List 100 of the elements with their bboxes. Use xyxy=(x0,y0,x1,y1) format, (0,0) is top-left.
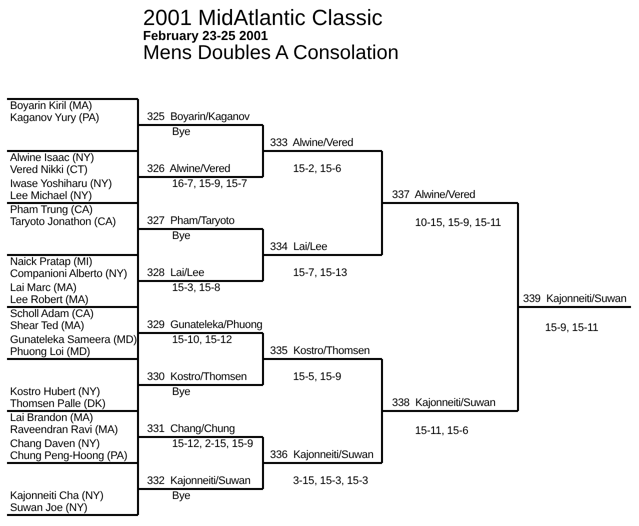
bracket-slot xyxy=(382,397,518,412)
score-label: Bye xyxy=(172,230,190,243)
bracket-line xyxy=(262,437,264,464)
player-name: Kaganov Yury (PA) xyxy=(10,112,100,124)
bracket-slot xyxy=(263,345,382,360)
bracket-slot xyxy=(138,163,263,178)
bracket-line xyxy=(262,125,264,152)
match-result: 327 Pham/Taryoto xyxy=(147,215,234,228)
score-label: 3-15, 15-3, 15-3 xyxy=(293,475,368,488)
bracket-line xyxy=(137,280,139,307)
match-result: 339 Kajonneiti/Suwan xyxy=(523,293,626,306)
bracket-line xyxy=(381,202,383,255)
match-result: 337 Alwine/Vered xyxy=(392,189,476,202)
bracket-line xyxy=(262,150,264,177)
score-label: Bye xyxy=(172,126,190,139)
bracket-line xyxy=(517,203,519,308)
bracket-slot xyxy=(138,267,263,282)
bracket-line xyxy=(262,229,264,256)
bracket-line xyxy=(137,99,139,126)
bracket-line xyxy=(137,332,139,359)
bracket-slot xyxy=(7,98,138,124)
match-result: 331 Chang/Chung xyxy=(147,423,235,436)
bracket-line xyxy=(137,307,139,334)
bracket-slot xyxy=(138,423,263,438)
match-result: 326 Alwine/Vered xyxy=(147,163,230,176)
match-result: 330 Kostro/Thomsen xyxy=(147,371,247,384)
bracket-line xyxy=(137,151,139,178)
score-label: 16-7, 15-9, 15-7 xyxy=(172,178,248,191)
bracket-slot xyxy=(7,438,138,464)
bracket-line xyxy=(381,410,383,463)
match-result: 336 Kajonneiti/Suwan xyxy=(270,449,374,462)
bracket-line xyxy=(517,306,519,411)
score-label: 15-9, 15-11 xyxy=(545,322,598,335)
score-label: 15-3, 15-8 xyxy=(172,282,220,295)
bracket-slot xyxy=(138,319,263,334)
title: 2001 MidAtlantic Classic xyxy=(143,7,383,29)
bracket-slot xyxy=(138,475,263,490)
bracket-slot xyxy=(138,371,263,386)
player-name: Gunateleka Sameera (MD) xyxy=(10,334,137,346)
player-name: Shear Ted (MA) xyxy=(10,320,84,332)
score-label: Bye xyxy=(172,490,190,503)
player-name: Vered Nikki (CT) xyxy=(10,164,88,176)
player-name: Thomsen Palle (DK) xyxy=(10,398,106,410)
bracket-slot xyxy=(7,150,138,176)
score-label: Bye xyxy=(172,386,190,399)
score-label: 15-11, 15-6 xyxy=(415,425,468,438)
bracket-line xyxy=(262,333,264,360)
match-result: 332 Kajonneiti/Suwan xyxy=(147,475,250,488)
bracket-line xyxy=(137,203,139,230)
player-name: Naick Pratap (MI) xyxy=(10,256,92,268)
bracket-slot xyxy=(7,254,138,280)
bracket-slot xyxy=(263,241,382,256)
player-name: Suwan Joe (NY) xyxy=(10,502,88,514)
player-name: Lai Marc (MA) xyxy=(10,282,76,294)
bracket-line xyxy=(262,462,264,489)
bracket-line xyxy=(137,436,139,463)
date-subtitle: February 23-25 2001 xyxy=(143,29,268,42)
bracket-slot xyxy=(382,189,518,204)
score-label: 15-5, 15-9 xyxy=(293,371,342,384)
player-name: Boyarin Kiril (MA) xyxy=(10,100,92,112)
match-result: 325 Boyarin/Kaganov xyxy=(147,111,250,124)
score-label: 15-12, 2-15, 15-9 xyxy=(172,438,253,451)
match-result: 334 Lai/Lee xyxy=(270,241,328,254)
bracket-slot xyxy=(7,334,138,360)
player-name: Lai Brandon (MA) xyxy=(10,412,94,424)
player-name: Kostro Hubert (NY) xyxy=(10,386,100,398)
match-result: 335 Kostro/Thomsen xyxy=(270,345,370,358)
bracket-line xyxy=(137,255,139,282)
score-label: 10-15, 15-9, 15-11 xyxy=(415,217,502,230)
bracket-line xyxy=(137,384,139,411)
match-result: 338 Kajonneiti/Suwan xyxy=(392,397,496,410)
bracket-line xyxy=(137,411,139,438)
player-name: Lee Robert (MA) xyxy=(10,294,88,306)
player-name: Phuong Loi (MD) xyxy=(10,346,90,358)
bracket-slot xyxy=(263,137,382,152)
bracket-line xyxy=(137,176,139,203)
player-name: Alwine Isaac (NY) xyxy=(10,152,94,164)
player-name: Scholl Adam (CA) xyxy=(10,308,94,320)
player-name: Pham Trung (CA) xyxy=(10,204,93,216)
bracket-slot xyxy=(138,215,263,230)
bracket-line xyxy=(262,358,264,385)
bracket-line xyxy=(262,254,264,281)
bracket-line xyxy=(381,151,383,204)
bracket-line xyxy=(381,359,383,412)
player-name: Chang Daven (NY) xyxy=(10,438,100,450)
score-label: 15-7, 15-13 xyxy=(293,267,348,280)
player-name: Companioni Alberto (NY) xyxy=(10,268,128,280)
bracket-slot xyxy=(518,293,631,308)
bracket-slot xyxy=(138,111,263,126)
player-name: Lee Michael (NY) xyxy=(10,190,92,202)
bracket-slot xyxy=(7,490,138,516)
score-label: 15-10, 15-12 xyxy=(172,334,232,347)
player-name: Chung Peng-Hoong (PA) xyxy=(10,450,128,462)
bracket-slot xyxy=(263,449,382,464)
event-subtitle: Mens Doubles A Consolation xyxy=(143,43,399,63)
player-name: Taryoto Jonathon (CA) xyxy=(10,216,116,228)
score-label: 15-2, 15-6 xyxy=(293,163,342,176)
player-name: Iwase Yoshiharu (NY) xyxy=(10,178,112,190)
match-result: 328 Lai/Lee xyxy=(147,267,204,280)
player-name: Raveendran Ravi (MA) xyxy=(10,424,118,436)
